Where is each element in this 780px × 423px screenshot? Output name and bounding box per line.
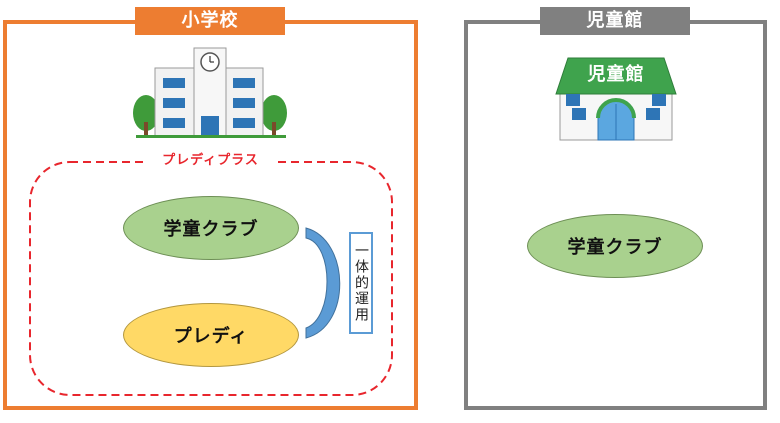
school-after-school-club: 学童クラブ: [123, 196, 299, 260]
pledy-plus-label: プレディプラス: [148, 151, 273, 171]
pledy-label: プレディ: [173, 326, 249, 347]
center-club-label: 学童クラブ: [567, 237, 663, 258]
unified-operation-label: 一体的運用: [353, 243, 369, 323]
unified-operation-box: 一体的運用: [349, 232, 373, 334]
school-title: 小学校: [135, 7, 285, 35]
pledy: プレディ: [123, 303, 299, 367]
children-center-title: 児童館: [540, 7, 690, 35]
children-center-sign: 児童館: [587, 64, 645, 85]
center-after-school-club: 学童クラブ: [527, 214, 703, 278]
school-club-label: 学童クラブ: [163, 219, 259, 240]
